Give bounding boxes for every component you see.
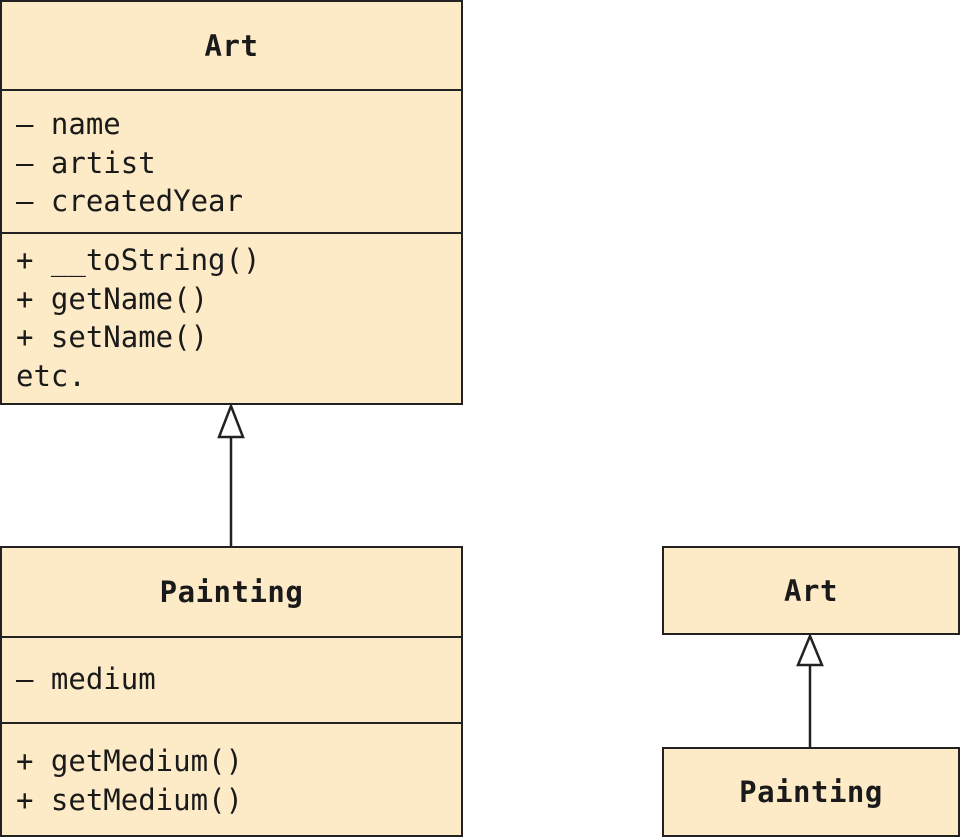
class-name-art: Art [2,2,461,89]
attributes-section-painting: – medium [2,636,461,722]
simple-class-box-art: Art [662,546,960,635]
simple-class-name-art-text: Art [784,573,838,608]
methods-section-painting: + getMedium() + setMedium() [2,722,461,819]
class-box-painting: Painting – medium + getMedium() + setMed… [0,546,463,837]
attribute-name: – name [16,107,121,141]
class-box-art: Art – name – artist – createdYear + __to… [0,0,463,405]
inheritance-arrow-detailed [217,402,245,546]
simple-class-name-art: Art [664,548,958,633]
attribute-medium: – medium [16,662,156,696]
class-name-painting-text: Painting [159,575,304,609]
simple-class-box-painting: Painting [662,747,960,837]
inheritance-arrowhead-detailed [217,402,245,439]
attribute-artist: – artist [16,145,156,180]
simple-class-name-painting: Painting [664,749,958,835]
class-name-art-text: Art [204,28,259,63]
method-get-medium: + getMedium() [16,744,243,778]
inheritance-arrow-simple [796,632,824,747]
method-get-name: + getName() [16,281,209,316]
inheritance-arrowhead-simple [796,632,824,667]
methods-section-art: + __toString() + getName() + setName() e… [2,232,461,395]
method-set-medium: + setMedium() [16,782,243,817]
method-etc: etc. [16,358,86,393]
class-name-painting: Painting [2,548,461,636]
method-set-name: + setName() [16,320,209,354]
attribute-created-year: – createdYear [16,184,243,218]
method-to-string: + __toString() [16,243,261,277]
simple-class-name-painting-text: Painting [739,775,883,809]
attributes-section-art: – name – artist – createdYear [2,89,461,232]
